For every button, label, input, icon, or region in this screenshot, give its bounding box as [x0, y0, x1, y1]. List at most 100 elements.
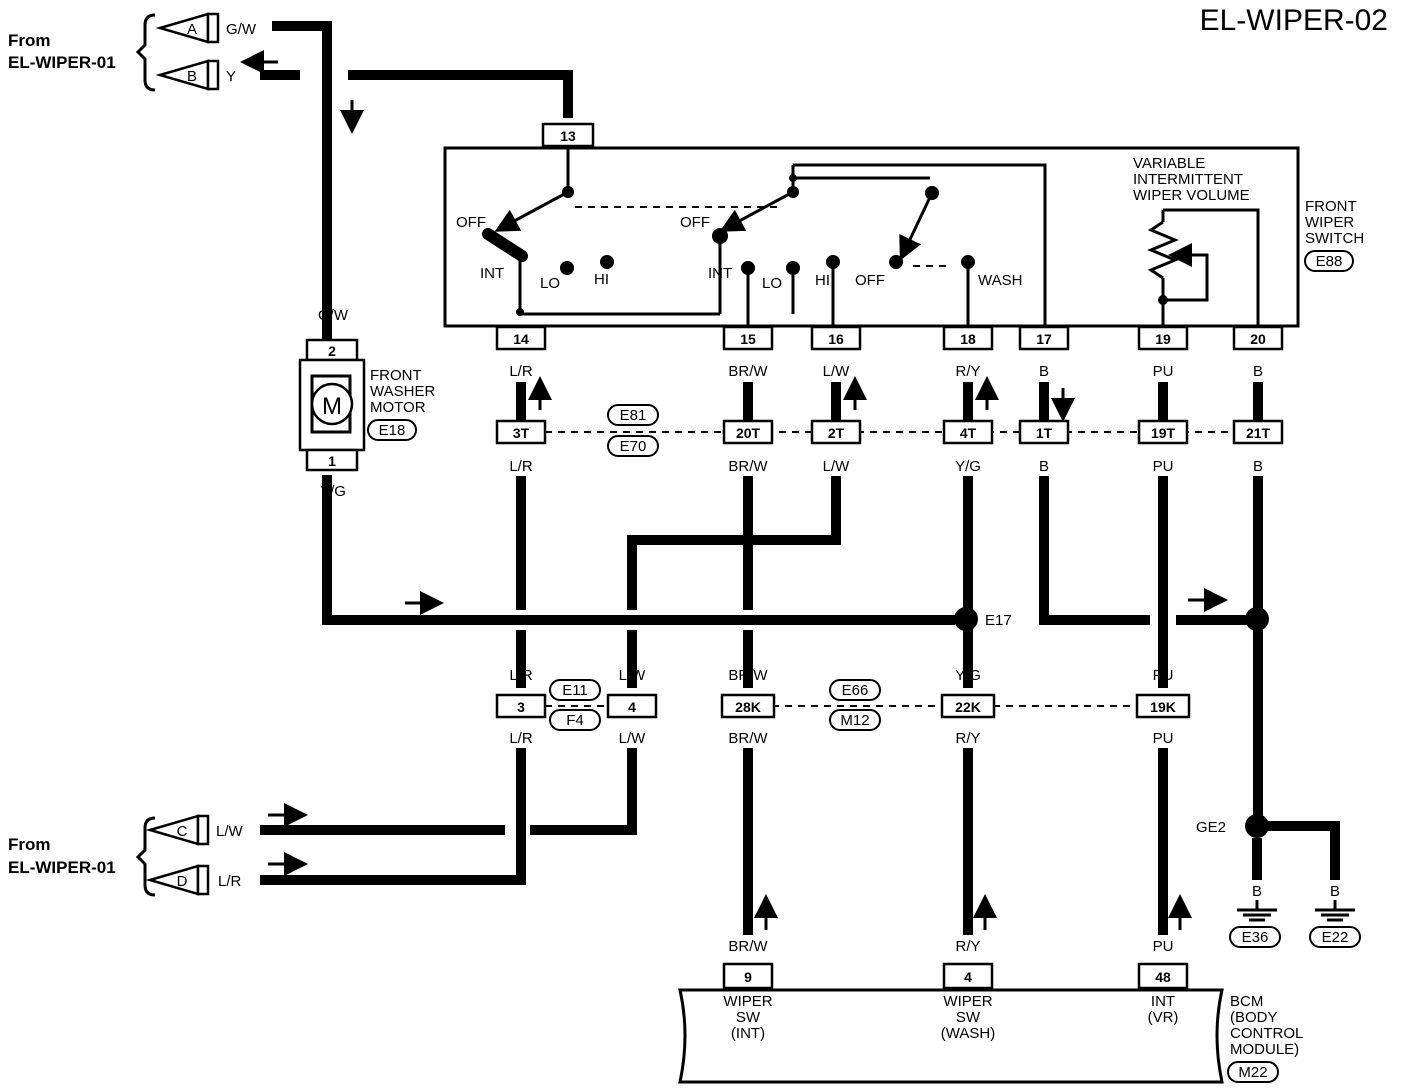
lower-wire-bottom-1: L/R — [509, 730, 533, 747]
pos-hi-1: HI — [594, 271, 609, 288]
wire-y — [348, 70, 573, 118]
bcm-label-1: BCM — [1230, 993, 1263, 1010]
svg-text:21T: 21T — [1246, 425, 1271, 441]
ground2-wire: B — [1330, 883, 1340, 900]
motor-label-1: FRONT — [370, 367, 422, 384]
switch-label-1: FRONT — [1305, 198, 1357, 215]
connector-d-icon — [145, 864, 200, 896]
bcm-pin2-l2: SW — [956, 1009, 981, 1026]
bcm-connector: M22 — [1238, 1064, 1267, 1081]
lower-wire-top-3: BR/W — [728, 667, 768, 684]
svg-text:22K: 22K — [955, 699, 981, 715]
volume-label-1: VARIABLE — [1133, 155, 1205, 172]
ground-e36: E36 — [1242, 929, 1269, 946]
switch-pin-17: 17 — [1018, 325, 1070, 351]
svg-text:1T: 1T — [1036, 425, 1053, 441]
svg-text:3: 3 — [517, 699, 525, 715]
bcm-pin-9: 9 — [744, 969, 752, 985]
svg-text:28K: 28K — [735, 699, 761, 715]
conn-a-wire: G/W — [226, 21, 257, 38]
bcm-label-4: MODULE) — [1230, 1041, 1299, 1058]
lower-wire-top-1: L/R — [509, 667, 533, 684]
bcm-pin3-l2: (VR) — [1148, 1009, 1179, 1026]
bcm-pin-48: 48 — [1155, 969, 1171, 985]
ge2-label: GE2 — [1196, 819, 1226, 836]
bcm-label-2: (BODY — [1230, 1009, 1278, 1026]
conn-c-letter: C — [177, 823, 188, 840]
switch-pin-14: 14 — [495, 325, 547, 351]
col5-wire2: B — [1039, 458, 1049, 475]
switch-label-2: WIPER — [1305, 214, 1354, 231]
bcm-pin3-l1: INT — [1151, 993, 1175, 1010]
col3-wire2: L/W — [823, 458, 851, 475]
wire-lw — [627, 476, 841, 610]
lower-connector-22k: 22K — [940, 693, 996, 719]
svg-text:3T: 3T — [513, 425, 530, 441]
switch-connector: E88 — [1316, 253, 1343, 270]
motor-symbol: M — [322, 393, 342, 420]
from-wiper01-bottom: From EL-WIPER-01 C L/W D L/R — [8, 814, 244, 897]
col1-wire2: L/R — [509, 458, 533, 475]
svg-text:18: 18 — [960, 331, 976, 347]
pos-lo-2: LO — [762, 275, 782, 292]
lower-connector-19k: 19K — [1135, 693, 1191, 719]
mid-connector-3t: 3T — [495, 419, 547, 445]
svg-text:16: 16 — [828, 331, 844, 347]
svg-text:20: 20 — [1250, 331, 1266, 347]
lower-wire-bottom-4: R/Y — [955, 730, 980, 747]
from-wiper01-top: From EL-WIPER-01 A G/W B Y — [8, 12, 278, 92]
lower-conn-right-upper: E66 — [842, 682, 869, 699]
pos-off-2: OFF — [680, 214, 710, 231]
pos-int-1: INT — [480, 265, 504, 282]
pos-int-2: INT — [708, 265, 732, 282]
volume-label-3: WIPER VOLUME — [1133, 187, 1250, 204]
pos-off-1: OFF — [456, 214, 486, 231]
col3-wire1: L/W — [823, 363, 851, 380]
col2-wire1: BR/W — [728, 363, 768, 380]
mid-connector-2t: 2T — [810, 419, 862, 445]
switch-pin-13: 13 — [560, 128, 576, 144]
ground1-wire: B — [1252, 883, 1262, 900]
conn-d-wire: L/R — [218, 873, 242, 890]
ground-e22: E22 — [1322, 929, 1349, 946]
svg-text:4T: 4T — [960, 425, 977, 441]
svg-text:15: 15 — [740, 331, 756, 347]
bcm-wire-3: PU — [1153, 938, 1174, 955]
splice-e17 — [954, 607, 978, 631]
conn-c-wire: L/W — [216, 823, 244, 840]
splice-e17-label: E17 — [985, 612, 1012, 629]
pin13-wire: Y — [563, 95, 573, 112]
potentiometer-icon — [1147, 220, 1179, 280]
conn-a-letter: A — [187, 21, 197, 38]
from-label-bottom-2: EL-WIPER-01 — [8, 858, 116, 877]
bcm-label-3: CONTROL — [1230, 1025, 1303, 1042]
bcm-body — [678, 988, 1224, 1084]
lower-connector-4: 4 — [606, 693, 658, 719]
mid-conn-upper: E81 — [620, 407, 647, 424]
svg-text:19T: 19T — [1151, 425, 1176, 441]
motor-pin-bottom: 1 — [328, 453, 336, 469]
lower-conn-right-lower: M12 — [840, 712, 869, 729]
col7-wire1: B — [1253, 363, 1263, 380]
lower-wire-bottom-5: PU — [1153, 730, 1174, 747]
from-label-bottom-1: From — [8, 835, 51, 854]
switch-box — [443, 146, 1300, 328]
lower-wire-bottom-3: BR/W — [728, 730, 768, 747]
mid-conn-lower: E70 — [620, 438, 647, 455]
switch-pin-18: 18 — [942, 325, 994, 351]
pos-wash: WASH — [978, 272, 1022, 289]
pos-off-3: OFF — [855, 272, 885, 289]
mid-connector-21t: 21T — [1232, 419, 1284, 445]
lower-wire-bottom-2: L/W — [619, 730, 647, 747]
connector-b-icon — [155, 59, 210, 91]
switch-pin-16: 16 — [810, 325, 862, 351]
svg-text:19K: 19K — [1150, 699, 1176, 715]
conn-b-wire: Y — [226, 68, 236, 85]
col2-wire2: BR/W — [728, 458, 768, 475]
bcm-wire-1: BR/W — [728, 938, 768, 955]
lower-wire-top-2: L/W — [619, 667, 647, 684]
mid-connector-4t: 4T — [942, 419, 994, 445]
conn-b-letter: B — [187, 68, 197, 85]
bcm-pin1-l3: (INT) — [731, 1025, 765, 1042]
mid-connector-19t: 19T — [1137, 419, 1189, 445]
